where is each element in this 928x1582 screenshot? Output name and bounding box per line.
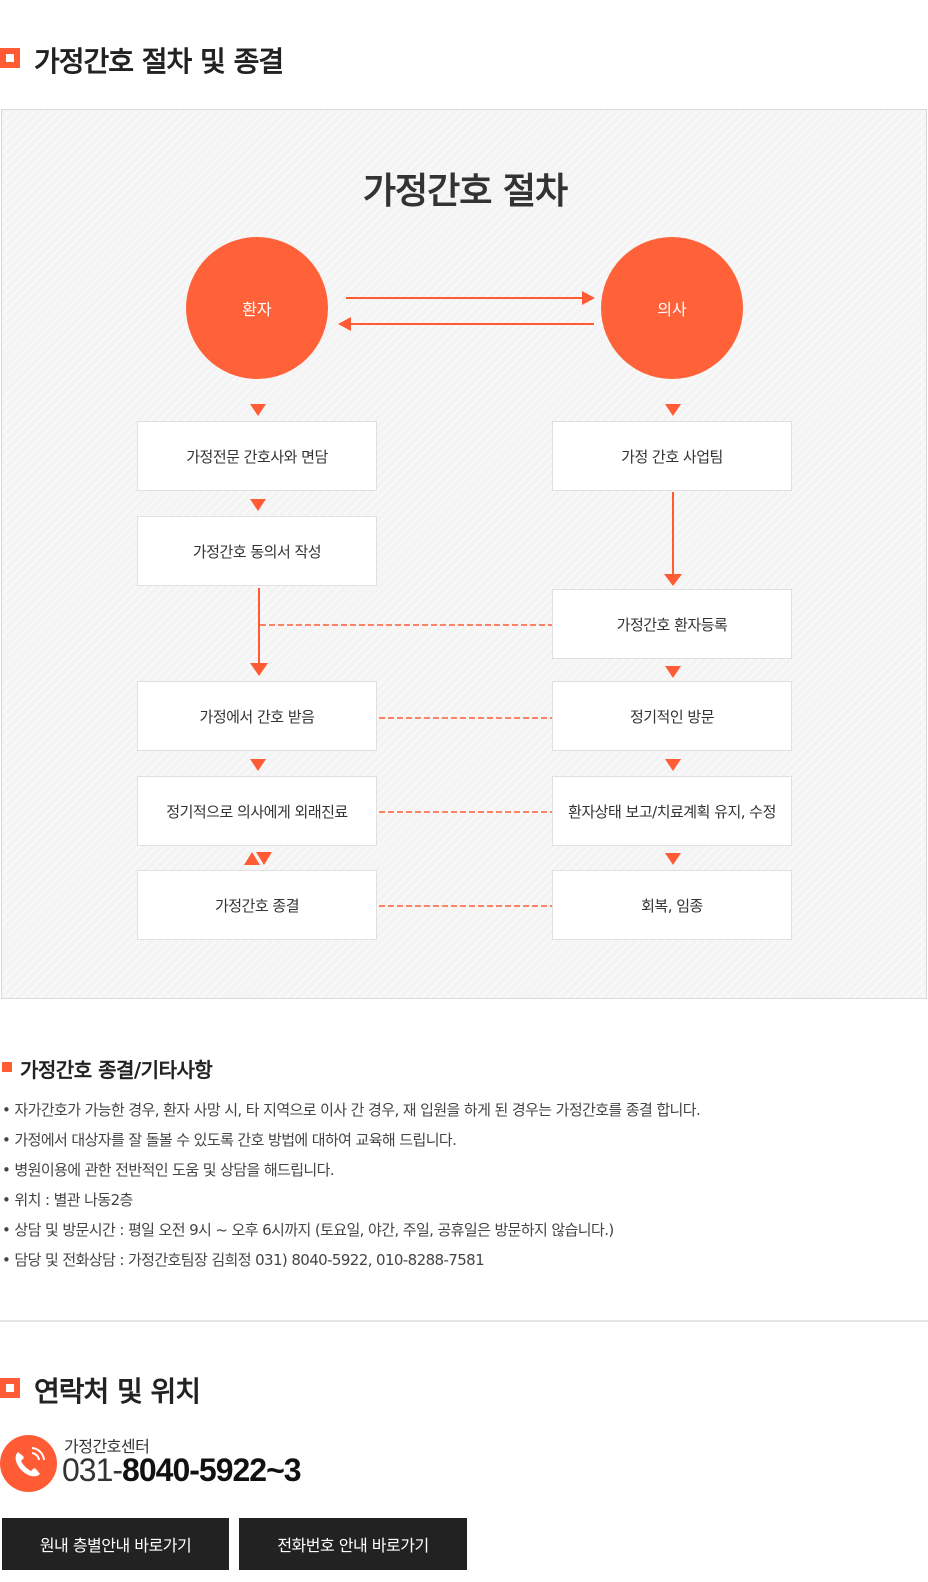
right-down-arrow-2	[665, 666, 681, 678]
doctor-circle: 의사	[601, 237, 743, 379]
step-nurse-interview: 가정전문 간호사와 면담	[137, 421, 377, 491]
contact-title: 연락처 및 위치	[34, 1375, 201, 1408]
notes-list: 자가간호가 가능한 경우, 환자 사망 시, 타 지역으로 이사 간 경우, 재…	[2, 1095, 700, 1275]
arrow-to-doctor-line	[346, 297, 584, 299]
list-item: 자가간호가 가능한 경우, 환자 사망 시, 타 지역으로 이사 간 경우, 재…	[2, 1095, 700, 1125]
right-down-arrow-4	[665, 853, 681, 865]
right-down-arrow-3	[665, 759, 681, 771]
list-item: 가정에서 대상자를 잘 돌볼 수 있도록 간호 방법에 대하여 교육해 드립니다…	[2, 1125, 700, 1155]
left-down-arrow-1	[250, 404, 266, 416]
left-down-arrow-4	[256, 852, 272, 865]
diagram-title: 가정간호 절차	[362, 171, 568, 212]
diagram-connectors	[244, 291, 682, 907]
arrow-to-patient-line	[350, 323, 594, 325]
right-long-arrow-line	[672, 492, 674, 574]
step-termination: 가정간호 종결	[137, 870, 377, 940]
step-home-care: 가정에서 간호 받음	[137, 681, 377, 751]
left-long-arrow-line	[258, 588, 260, 663]
phone-directory-button[interactable]: 전화번호 안내 바로가기	[239, 1518, 467, 1570]
patient-circle: 환자	[186, 237, 328, 379]
list-item: 병원이용에 관한 전반적인 도움 및 상담을 해드립니다.	[2, 1155, 700, 1185]
center-name: 가정간호센터	[64, 1437, 150, 1456]
phone-prefix: 031-	[62, 1452, 123, 1488]
list-item: 담당 및 전화상담 : 가정간호팀장 김희정 031) 8040-5922, 0…	[2, 1245, 700, 1275]
section-divider	[0, 1320, 928, 1322]
step-status-report: 환자상태 보고/치료계획 유지, 수정	[552, 776, 792, 846]
right-long-arrow-head	[664, 574, 682, 586]
phone-main: 8040-5922~3	[122, 1452, 302, 1488]
step-recovery: 회복, 임종	[552, 870, 792, 940]
procedure-diagram: 가정간호 절차	[1, 109, 927, 999]
left-up-arrow	[244, 852, 260, 865]
step-care-team: 가정 간호 사업팀	[552, 421, 792, 491]
contact-square-icon	[0, 1378, 20, 1398]
left-long-arrow-head	[250, 663, 268, 676]
step-consent-form: 가정간호 동의서 작성	[137, 516, 377, 586]
floor-guide-button[interactable]: 원내 층별안내 바로가기	[2, 1518, 229, 1570]
arrow-to-patient-head	[338, 317, 351, 331]
right-down-arrow-1	[665, 404, 681, 416]
section-title-procedure: 가정간호 절차 및 종결	[34, 45, 284, 78]
arrow-to-doctor-head	[582, 291, 595, 305]
step-regular-visit: 정기적인 방문	[552, 681, 792, 751]
step-outpatient-visit: 정기적으로 의사에게 외래진료	[137, 776, 377, 846]
notes-title: 가정간호 종결/기타사항	[20, 1058, 213, 1082]
section-square-icon	[0, 48, 20, 68]
notes-square-icon	[2, 1062, 12, 1072]
list-item: 상담 및 방문시간 : 평일 오전 9시 ~ 오후 6시까지 (토요일, 야간,…	[2, 1215, 700, 1245]
phone-icon	[0, 1435, 57, 1492]
center-phone: 031-8040-5922~3	[62, 1452, 302, 1489]
list-item: 위치 : 별관 나동2층	[2, 1185, 700, 1215]
left-down-arrow-2	[250, 499, 266, 511]
left-down-arrow-3	[250, 759, 266, 771]
step-registration: 가정간호 환자등록	[552, 589, 792, 659]
